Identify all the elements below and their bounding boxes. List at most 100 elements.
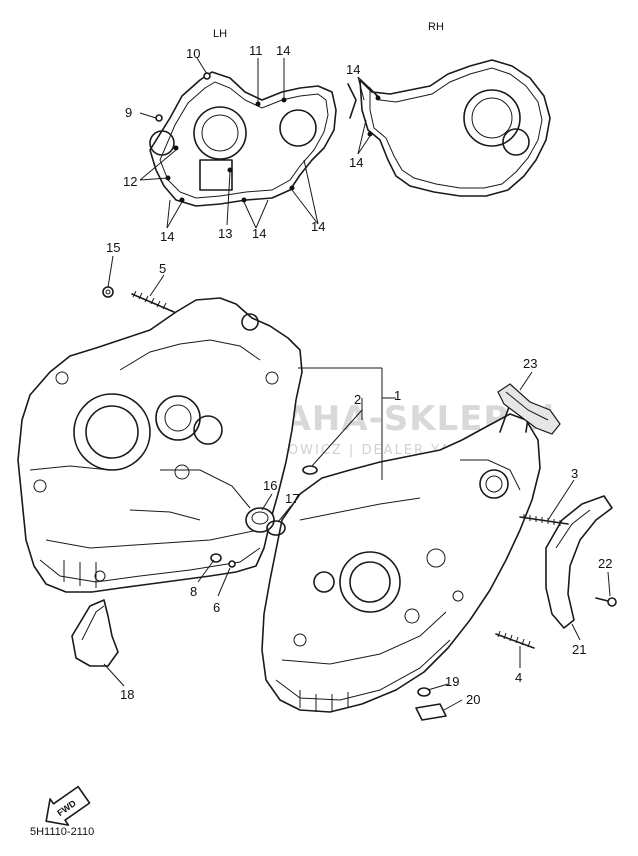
callout-3: 3: [571, 466, 578, 481]
side-label-lh: LH: [213, 28, 227, 40]
callout-10: 10: [186, 46, 200, 61]
part-22-bolt: [595, 597, 617, 607]
crankcase-left-bore-inner: [85, 405, 139, 459]
bolt-point-14f: [367, 131, 373, 137]
crankcase-right-boss-a: [426, 548, 446, 568]
callout-1: 1: [394, 388, 401, 403]
crankcase-left-half: [17, 297, 303, 593]
assembly-bracket: [298, 367, 396, 480]
crankcase-right-boss-d: [293, 633, 307, 647]
crankcase-left-boss-top: [241, 313, 259, 331]
crankcase-left-boss-d: [174, 464, 190, 480]
part-7-dowel: [302, 465, 318, 475]
callout-19: 19: [445, 674, 459, 689]
bolt-point-14c: [241, 197, 247, 203]
crankcase-right-fins: [299, 690, 349, 712]
callout-14-bottom-left: 14: [160, 229, 174, 244]
dowel-pin-10: [203, 72, 211, 80]
callout-20: 20: [466, 692, 480, 707]
side-label-rh: RH: [428, 21, 444, 33]
crankcase-left-bore-mid-inner: [164, 404, 192, 432]
part-6-pin: [228, 560, 236, 568]
crankcase-right-bore-inner: [349, 561, 391, 603]
callout-8: 8: [190, 584, 197, 599]
crankcase-right-flange: [275, 639, 451, 701]
callout-9: 9: [125, 105, 132, 120]
crankcase-right-half: [261, 395, 541, 713]
callout-14-top-lh: 14: [276, 43, 290, 58]
bolt-point-14a: [281, 97, 287, 103]
gasket-lh: [149, 71, 337, 207]
callout-14-rh-top: 14: [346, 62, 360, 77]
callout-4: 4: [515, 670, 522, 685]
crankcase-left-fins: [63, 560, 97, 588]
crankcase-left-bore-outer: [73, 393, 151, 471]
crankcase-left-bore-small: [193, 415, 223, 445]
crankcase-left-rib-d: [160, 469, 251, 509]
crankcase-left-boss-a: [55, 371, 69, 385]
gasket-rh-outline: [359, 59, 551, 197]
crankcase-right-bore-outer: [339, 551, 401, 613]
gasket-rh-inner-edge: [369, 67, 543, 189]
crankcase-right-rib-a: [281, 611, 447, 665]
callout-5: 5: [159, 261, 166, 276]
part-15-nut: [102, 286, 114, 298]
crankcase-left-boss-b: [33, 479, 47, 493]
bolt-point-14b: [179, 197, 185, 203]
callout-2: 2: [354, 392, 361, 407]
gasket-lh-bore-large: [193, 106, 247, 160]
gasket-rh-split-edge: [347, 83, 357, 119]
crankcase-right-rib-c: [460, 459, 521, 491]
crankcase-left-body: [17, 297, 303, 593]
part-4-stud: [495, 630, 535, 649]
part-5-stud: [131, 290, 175, 313]
crankcase-left-rib-e: [129, 509, 201, 521]
gasket-rh-bore-large: [463, 89, 521, 147]
callout-labels: 10 11 14 9 12 14 13 14 14 14 14 15 5 2 1…: [106, 43, 612, 707]
dowel-pin-9: [155, 114, 163, 122]
callout-17: 17: [285, 491, 299, 506]
bolt-point-12a: [173, 145, 179, 151]
callout-16: 16: [263, 478, 277, 493]
gasket-lh-bore-inner: [201, 114, 239, 152]
part-8-seal: [210, 553, 222, 563]
callout-11: 11: [249, 43, 263, 58]
part-20-plate: [415, 703, 447, 721]
crankcase-left-boss-e: [265, 371, 279, 385]
part-16-plug: [245, 507, 275, 533]
part-23-guide: [497, 383, 561, 435]
crankcase-right-bore-top: [479, 469, 509, 499]
callout-15: 15: [106, 240, 120, 255]
crankcase-right-bore-left: [313, 571, 335, 593]
part-17-oring: [266, 520, 286, 536]
forward-direction-badge: FWD: [45, 785, 91, 826]
part-21-chain-guide: [545, 495, 613, 629]
crankcase-right-boss-b: [404, 608, 420, 624]
diagram-part-code: 5H1110-2110: [30, 826, 94, 838]
callout-14-bottom-right: 14: [311, 219, 325, 234]
callout-21: 21: [572, 642, 586, 657]
bolt-point-14e: [375, 95, 381, 101]
crankcase-right-rib-b: [299, 497, 421, 521]
crankcase-right-body: [261, 413, 541, 713]
callout-18: 18: [120, 687, 134, 702]
crankcase-left-flange: [39, 547, 261, 583]
callout-12: 12: [123, 174, 137, 189]
crankcase-left-rib-b: [29, 465, 111, 471]
callout-14-bottom-mid: 14: [252, 226, 266, 241]
callout-14-rh-bottom: 14: [349, 155, 363, 170]
bolt-point-14d: [289, 185, 295, 191]
bolt-point-11: [255, 101, 261, 107]
crankcase-right-boss-c: [452, 590, 464, 602]
part-19-washer: [417, 687, 431, 697]
bolt-point-13: [227, 167, 233, 173]
gasket-rh-bore-inner: [471, 97, 513, 139]
gasket-rh-bore-small: [502, 128, 530, 156]
callout-13: 13: [218, 226, 232, 241]
callout-23: 23: [523, 356, 537, 371]
part-3-stud: [519, 514, 569, 526]
callout-22: 22: [598, 556, 612, 571]
gasket-lh-bore-left: [149, 130, 175, 156]
gasket-lh-outline: [149, 71, 337, 207]
